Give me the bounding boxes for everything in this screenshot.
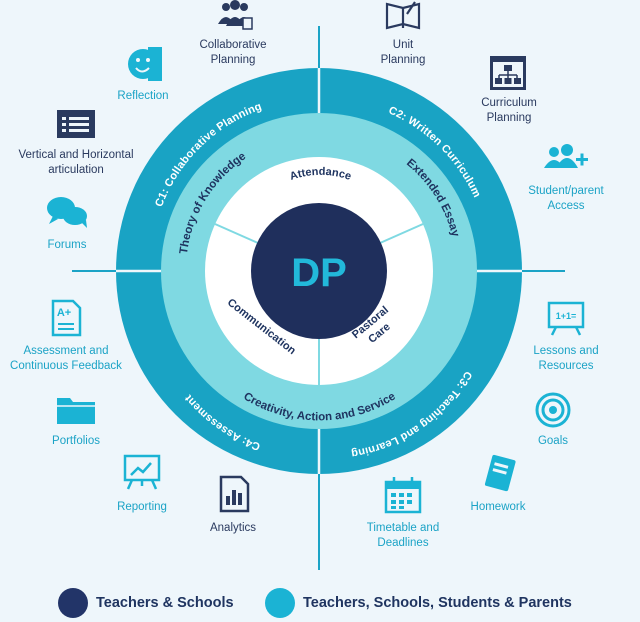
smile-face-icon — [128, 47, 162, 81]
graded-paper-icon: A+ — [51, 299, 82, 337]
feature-label-forums: Forums — [48, 239, 87, 251]
whiteboard-icon: 1+1= — [547, 301, 585, 336]
feature-label-goals: Goals — [538, 435, 568, 447]
feature-label-reflection: Reflection — [117, 90, 168, 102]
calendar-icon — [384, 477, 422, 514]
easel-chart-icon — [123, 454, 161, 490]
legend-item-teachers: Teachers & Schools — [58, 588, 234, 618]
center-circle — [251, 203, 387, 339]
legend-swatch-everyone — [265, 588, 295, 618]
svg-text:1+1=: 1+1= — [556, 311, 577, 321]
feature-label-reporting: Reporting — [117, 501, 167, 513]
inner-label-attendance: Attendance — [288, 166, 352, 183]
svg-text:A+: A+ — [57, 307, 71, 319]
add-users-icon — [544, 144, 588, 168]
inner-separators — [214, 223, 424, 385]
legend: Teachers & Schools Teachers, Schools, St… — [0, 588, 640, 622]
hierarchy-chart-icon — [490, 56, 526, 90]
folder-icon — [57, 398, 95, 424]
feature-label-analytics: Analytics — [210, 522, 256, 534]
chat-bubbles-icon — [47, 197, 87, 228]
list-window-icon — [57, 110, 95, 138]
ring-separators — [116, 68, 522, 474]
legend-item-everyone: Teachers, Schools, Students & Parents — [265, 588, 572, 618]
analytics-report-icon — [219, 475, 250, 513]
legend-label-everyone: Teachers, Schools, Students & Parents — [303, 595, 572, 611]
legend-swatch-teachers — [58, 588, 88, 618]
notebook-icon — [484, 454, 516, 492]
center-label: DP — [291, 251, 347, 295]
open-book-icon — [385, 1, 421, 30]
legend-label-teachers: Teachers & Schools — [96, 595, 234, 611]
target-icon — [535, 392, 571, 428]
people-group-icon — [218, 0, 253, 30]
feature-label-homework: Homework — [471, 501, 526, 513]
feature-label-portfolios: Portfolios — [52, 435, 100, 447]
